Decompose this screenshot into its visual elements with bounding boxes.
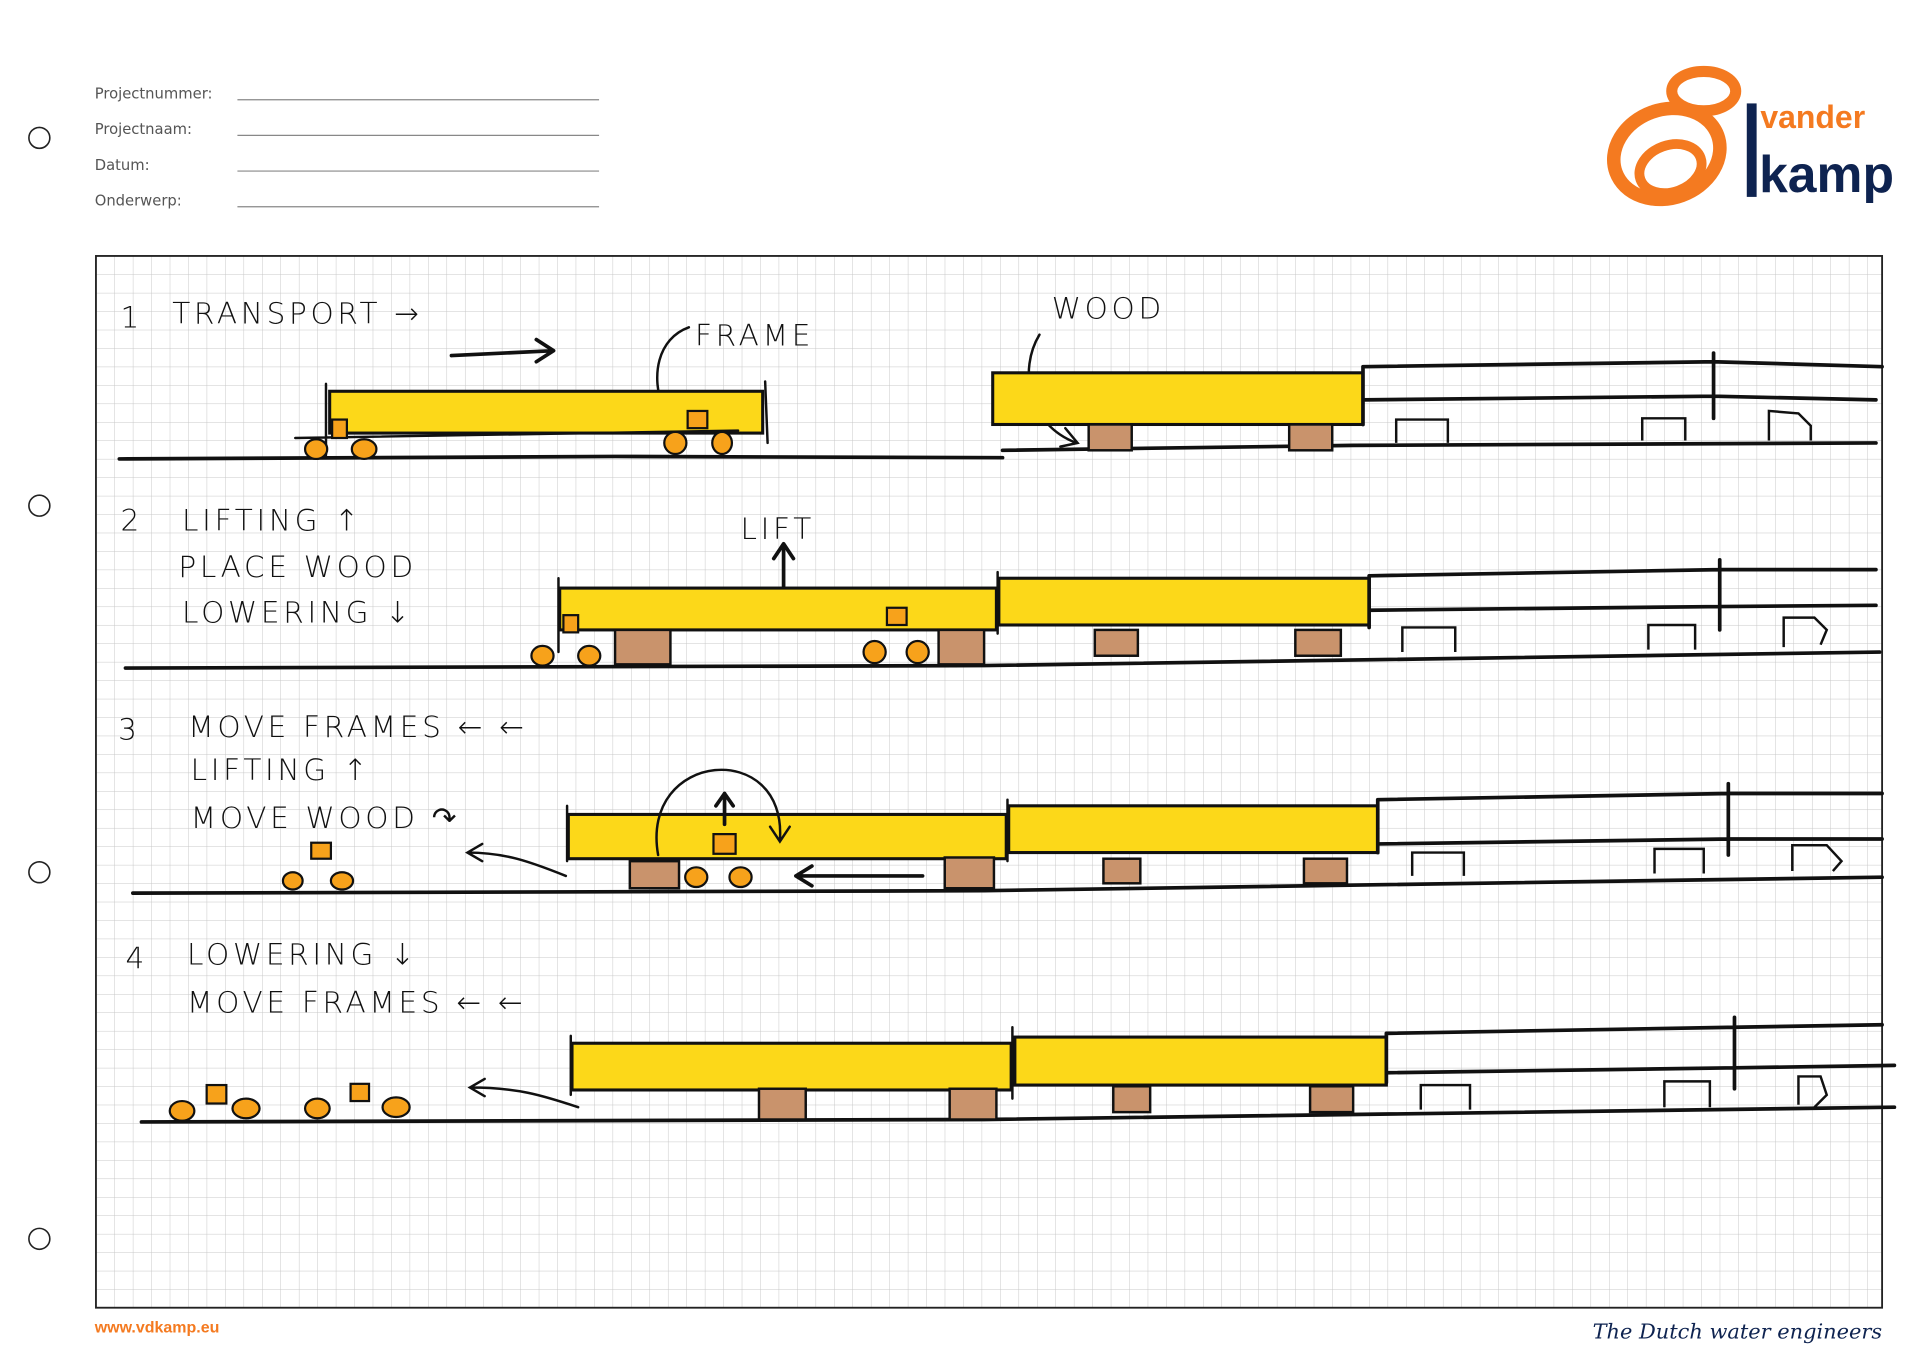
step-line: LIFTING ↑ <box>191 753 372 787</box>
left-arrow-icon <box>794 864 925 888</box>
left-arrow-icon <box>467 1077 580 1109</box>
wood-block <box>1294 628 1343 657</box>
step-line: PLACE WOOD <box>178 550 417 584</box>
wheel-icon <box>663 430 688 456</box>
frame-beam <box>997 576 1371 627</box>
step-number: 3 <box>118 712 140 746</box>
punch-hole-icon <box>28 860 51 884</box>
wood-block <box>1112 1085 1152 1114</box>
wheel-icon <box>350 438 378 461</box>
wheel-icon <box>684 866 709 889</box>
punch-hole-icon <box>28 126 51 150</box>
step-line: MOVE WOOD ↷ <box>191 801 461 835</box>
lift-label: LIFT <box>741 512 815 546</box>
step-line: LOWERING ↓ <box>187 938 419 972</box>
wood-block <box>757 1087 807 1121</box>
wheel-icon <box>711 430 734 456</box>
punch-holes <box>28 126 51 1251</box>
wheel-icon <box>577 644 602 667</box>
wood-block <box>1093 628 1140 657</box>
punch-hole-icon <box>28 494 51 517</box>
wood-label: WOOD <box>1052 292 1165 326</box>
wheel-icon <box>231 1097 261 1120</box>
wheel-icon <box>530 644 555 667</box>
wheel-icon <box>168 1099 196 1122</box>
wheel-icon <box>281 871 304 891</box>
wood-block <box>1308 1085 1355 1114</box>
step-line: LOWERING ↓ <box>182 596 414 630</box>
wood-block <box>1087 423 1133 452</box>
frame-beam <box>570 1041 1013 1092</box>
logo-text-kamp: kamp <box>1759 145 1894 203</box>
wood-block <box>1287 423 1334 452</box>
wheel-icon <box>728 866 753 889</box>
direction-arrow-icon <box>449 337 556 364</box>
step-line: LIFTING ↑ <box>182 503 363 537</box>
step-2-lifting: 2 LIFTING ↑ PLACE WOOD LOWERING ↓ LIFT <box>121 503 1882 670</box>
frame-beam <box>558 586 998 632</box>
field-label-onderwerp: Onderwerp: <box>95 193 182 210</box>
frame-beam <box>991 371 1365 427</box>
step-line: MOVE FRAMES ← ← <box>187 985 526 1019</box>
step-line: MOVE FRAMES ← ← <box>188 710 527 744</box>
step-number: 4 <box>125 941 147 975</box>
wheel-icon <box>303 438 329 461</box>
field-label-projectnummer: Projectnummer: <box>95 85 213 102</box>
move-arrow-icon <box>655 768 791 857</box>
wood-block <box>1102 857 1142 885</box>
frame-beam <box>566 812 1008 861</box>
step-4-lowering: 4 LOWERING ↓ MOVE FRAMES ← ← <box>125 938 1897 1124</box>
punch-hole-icon <box>28 1227 51 1251</box>
wheel-icon <box>303 1097 331 1120</box>
up-arrow-icon <box>714 791 736 827</box>
field-label-datum: Datum: <box>95 157 150 174</box>
website-link[interactable]: www.vdkamp.eu <box>94 1319 220 1336</box>
wheel-icon <box>905 639 930 665</box>
left-arrow-icon <box>465 842 568 878</box>
step-number: 2 <box>121 503 143 537</box>
frame-beam <box>1007 804 1380 855</box>
wood-block <box>628 859 681 890</box>
frame-label: FRAME <box>695 319 814 353</box>
form-header: Projectnummer: Projectnaam: Datum: Onder… <box>95 85 600 210</box>
field-label-projectnaam: Projectnaam: <box>95 121 192 138</box>
wheel-icon <box>329 871 355 891</box>
frame-beam <box>1013 1035 1388 1087</box>
step-number: 1 <box>121 300 143 334</box>
wheel-icon <box>381 1096 411 1119</box>
wood-block <box>1302 857 1349 885</box>
wood-block <box>613 628 672 666</box>
wood-block <box>948 1087 998 1121</box>
vanderkamp-logo: vander kamp <box>1606 65 1894 207</box>
tagline: The Dutch water engineers <box>1593 1319 1883 1343</box>
wheel-icon <box>862 639 887 665</box>
step-1-transport: 1 TRANSPORT → FRAME WOOD <box>117 292 1884 461</box>
logo-text-vander: vander <box>1760 99 1865 135</box>
wood-block <box>943 856 996 890</box>
wood-block <box>937 628 986 666</box>
step-title: TRANSPORT → <box>172 297 422 331</box>
step-3-move-frames: 3 MOVE FRAMES ← ← LIFTING ↑ MOVE WOOD ↷ <box>118 710 1884 896</box>
